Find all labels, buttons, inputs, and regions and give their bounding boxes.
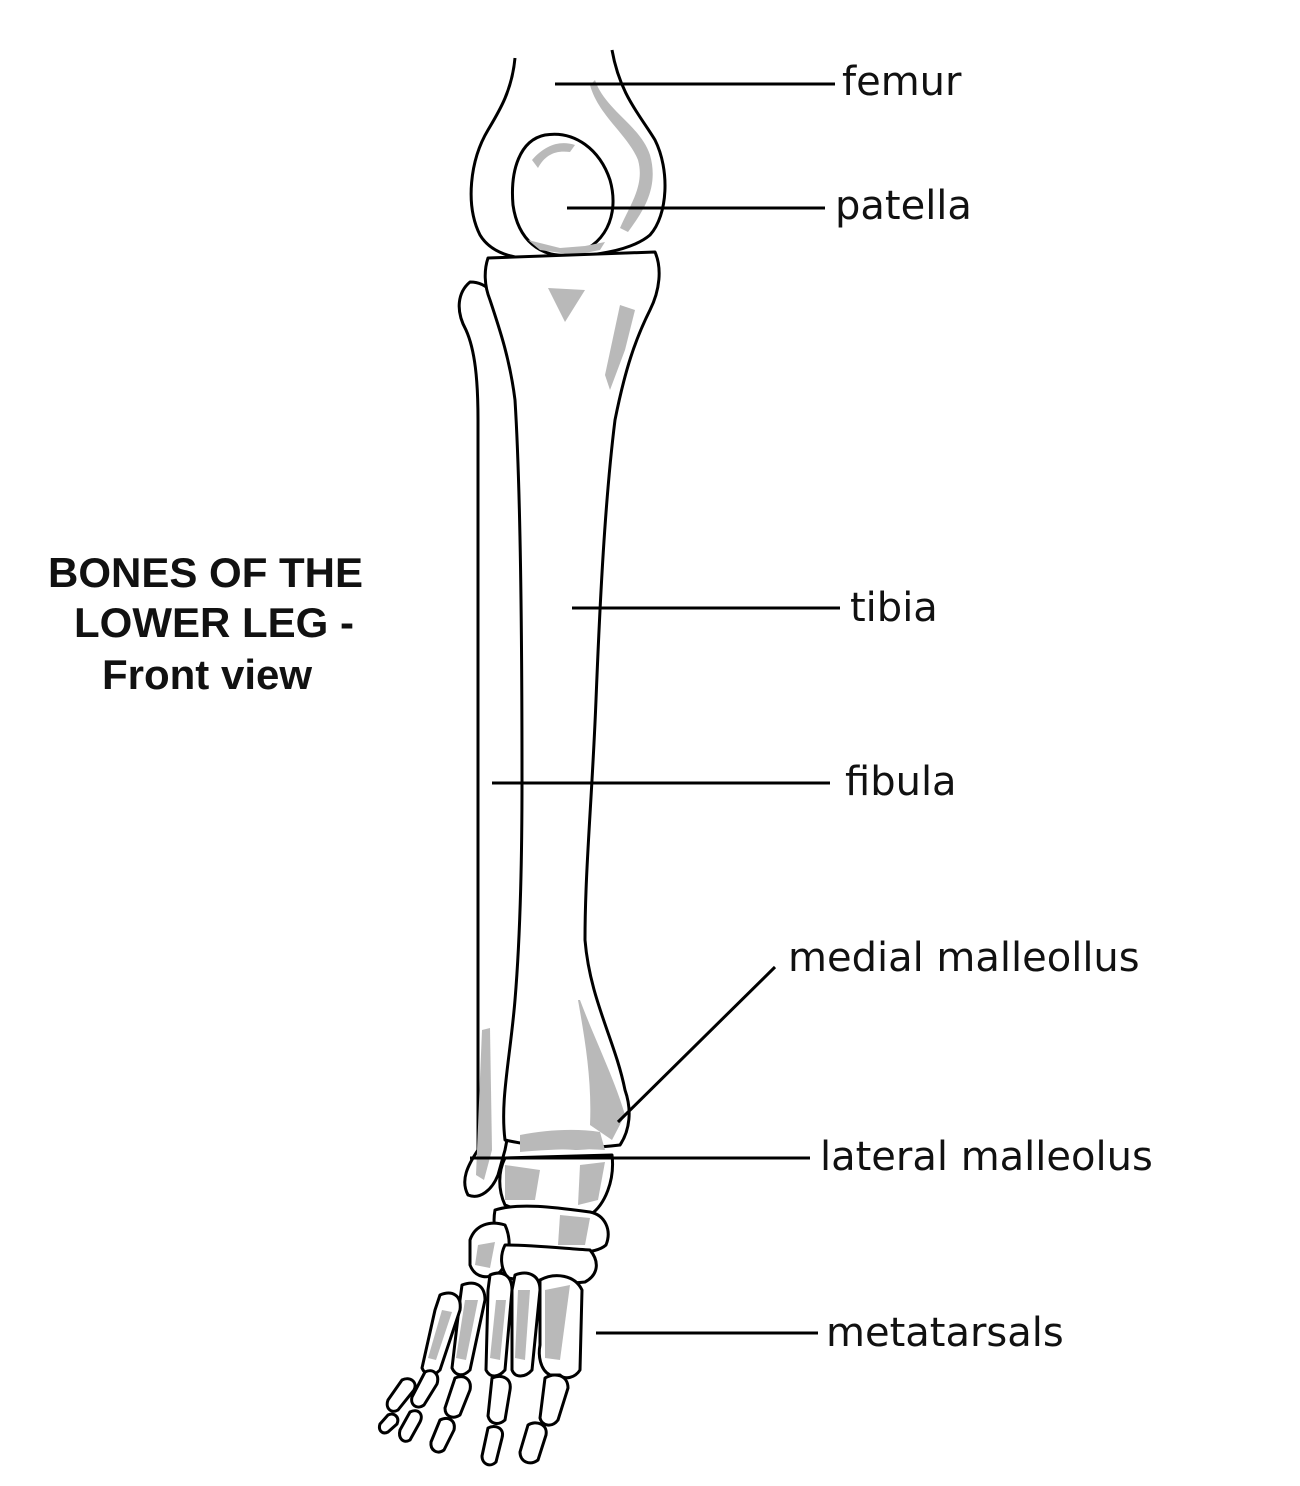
label-metatarsals: metatarsals — [826, 1310, 1064, 1356]
phalanges — [378, 1369, 570, 1467]
label-medial-malleolus: medial malleollus — [788, 935, 1140, 981]
title-line-2: LOWER LEG - — [74, 599, 354, 646]
leader-lines — [470, 82, 840, 1335]
label-patella: patella — [835, 183, 972, 229]
metatarsal-bones — [420, 1271, 584, 1380]
label-femur: femur — [842, 59, 962, 105]
label-lateral-malleolus: lateral malleolus — [820, 1134, 1153, 1180]
label-tibia: tibia — [850, 585, 938, 631]
tibia-bone — [483, 250, 661, 1152]
title-line-1: BONES OF THE — [48, 549, 364, 596]
label-fibula: fibula — [845, 759, 957, 805]
leader-medial-malleolus — [616, 965, 777, 1124]
title-line-3: Front view — [102, 651, 313, 698]
